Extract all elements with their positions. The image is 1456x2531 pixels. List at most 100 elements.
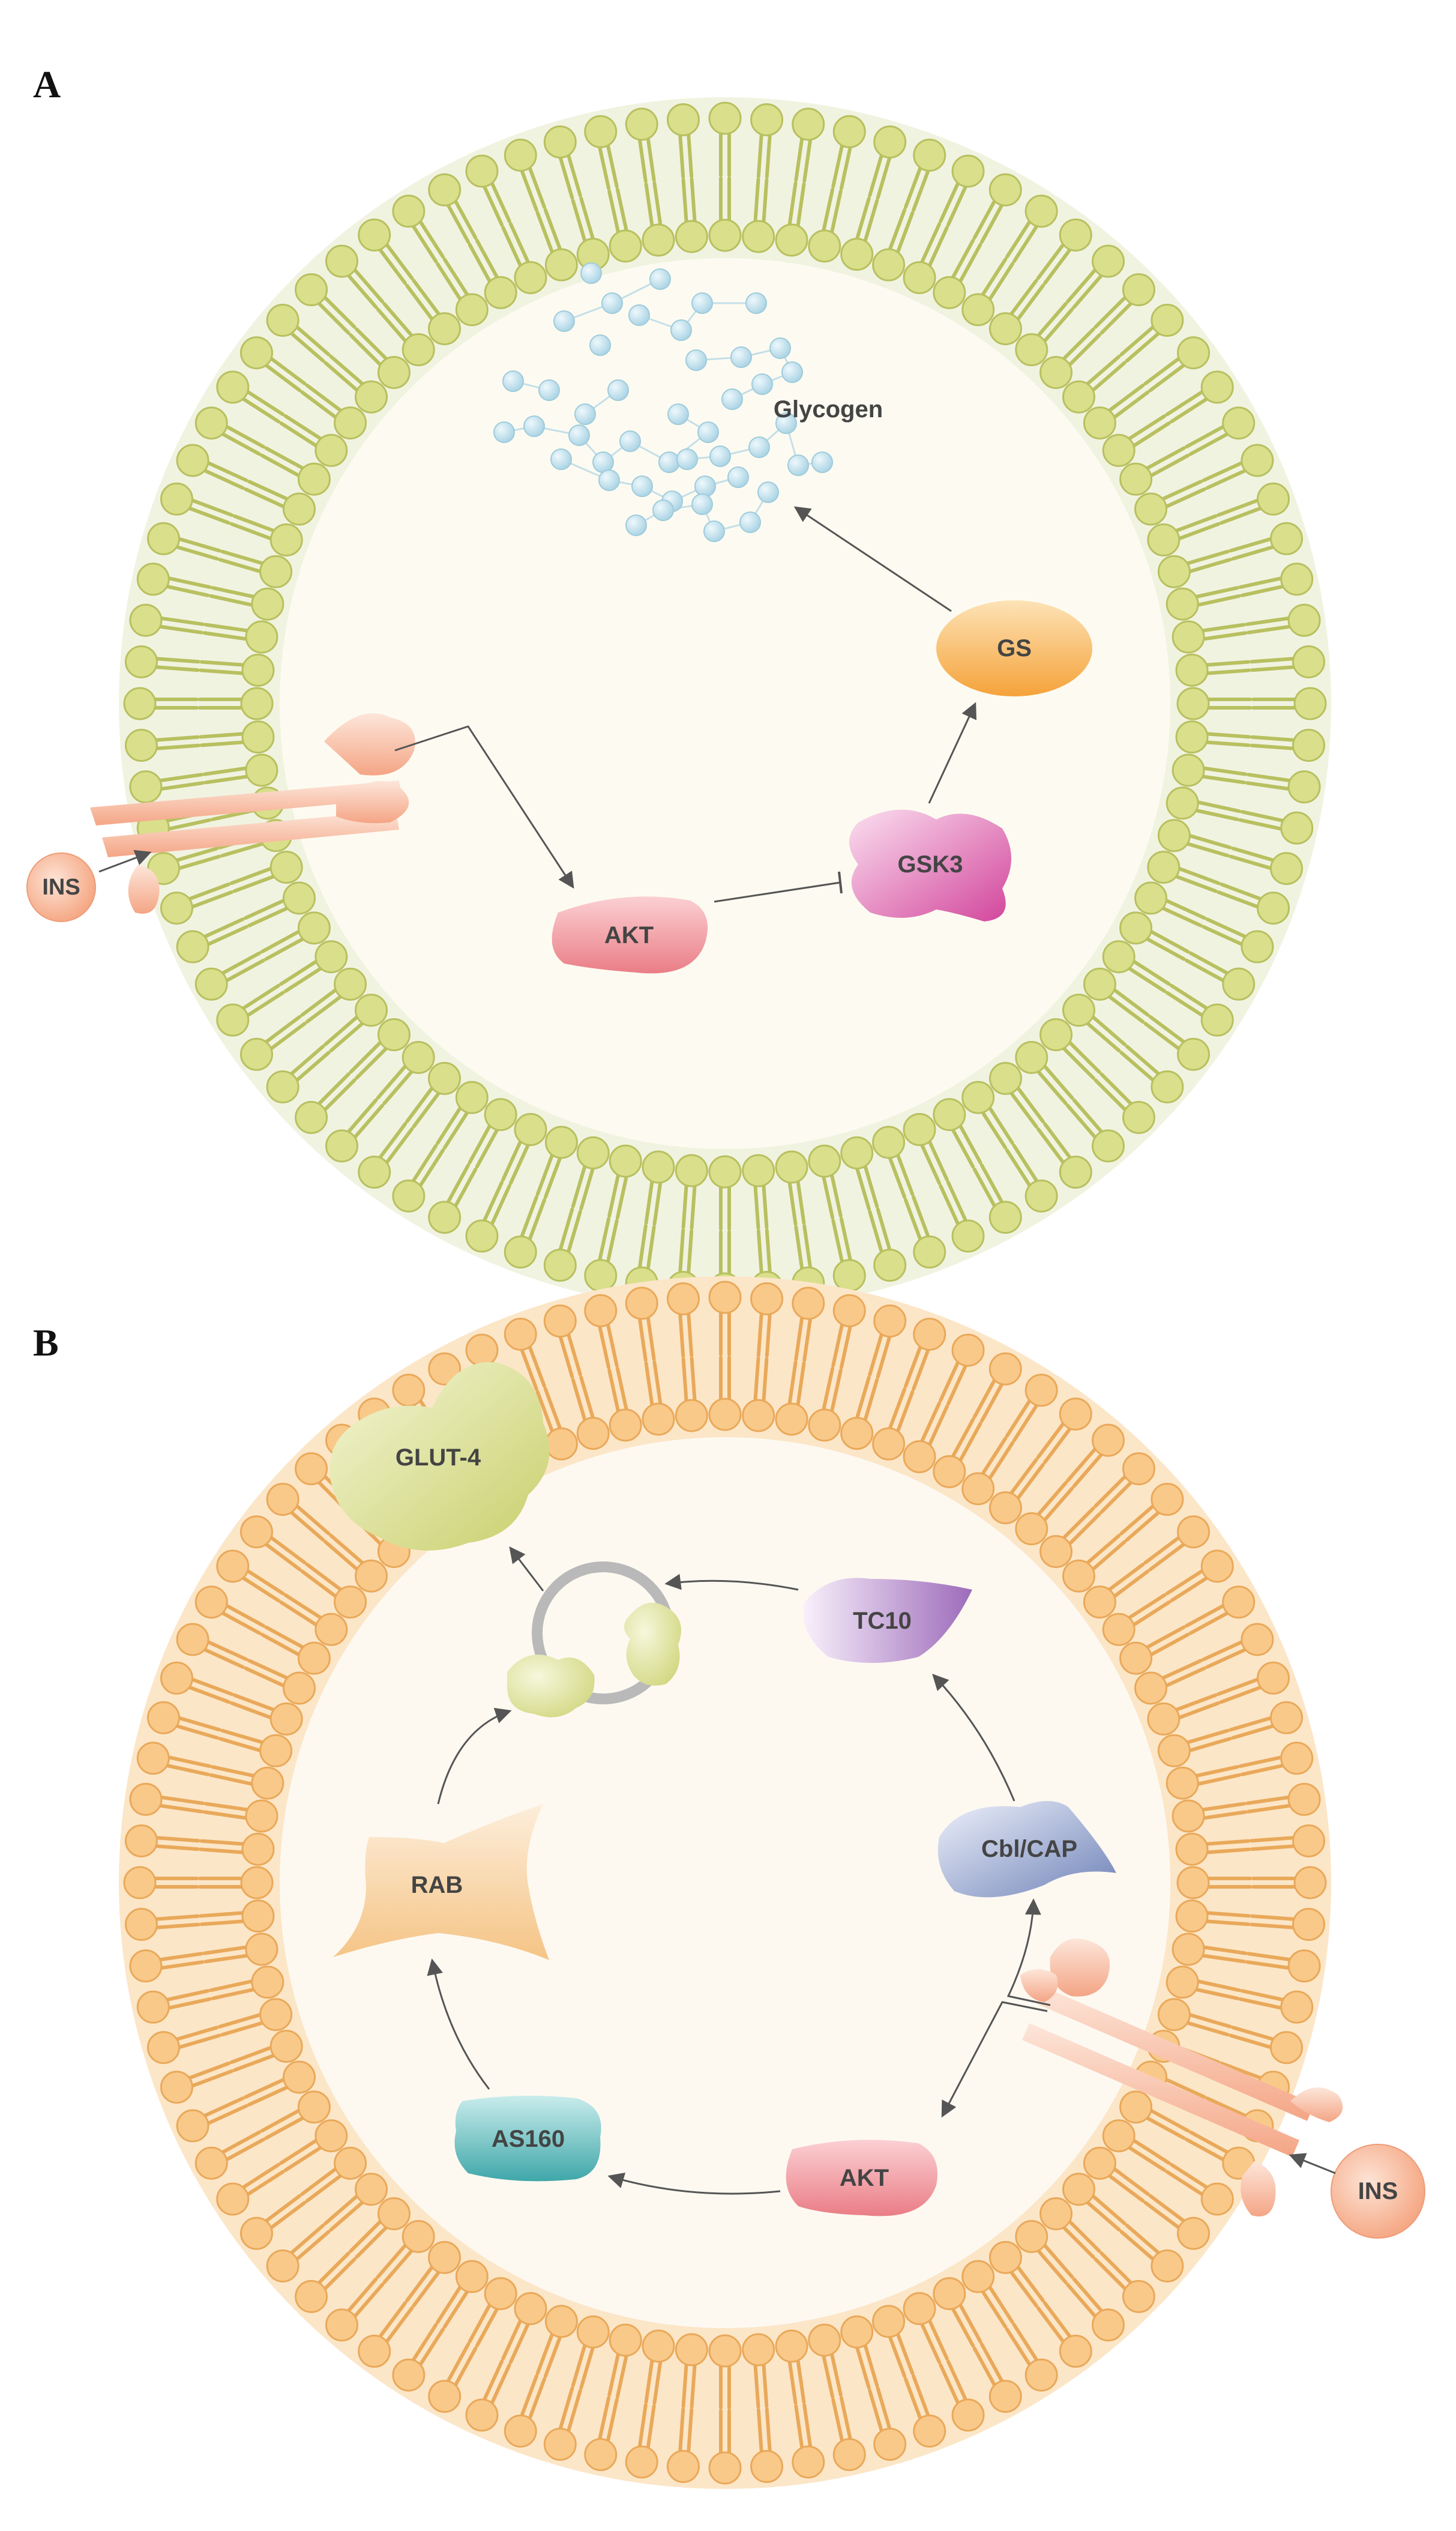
lipid-head [1147,523,1181,557]
lipid-head [1176,687,1210,720]
lipid-head [1270,2031,1304,2065]
lipid-head [750,1282,784,1315]
lipid-head [873,2428,907,2461]
lipid-head [334,1585,367,1619]
lipid-head [1091,2308,1125,2342]
glycogen-bead [697,421,719,443]
lipid-head [609,229,642,263]
lipid-head [269,1702,303,1736]
glycogen-bead [574,403,596,425]
rab-node: RAB [333,1804,549,1960]
glycogen-bead [670,319,692,341]
lipid-head [872,1427,906,1461]
lipid-head [1175,653,1209,687]
lipid-head [708,2451,742,2485]
lipid-head [194,406,228,440]
lipid-head [1102,2119,1136,2153]
glycogen-bead [598,469,620,491]
glycogen-bead [550,448,572,470]
lipid-head [708,2334,742,2368]
glycogen-molecule [493,262,833,542]
lipid-head [1122,1452,1155,1486]
panel-b: B GLUT-4 TC10 Cbl/CAP RAB [33,1276,1425,2489]
lipid-head [1102,433,1136,467]
lipid-head [355,1559,388,1593]
lipid-head [245,753,278,787]
glycogen-bead [601,292,623,314]
glycogen-bead [727,466,749,488]
lipid-head [1200,1549,1234,1583]
akt-label: AKT [604,922,654,949]
lipid-head [241,1832,275,1866]
lipid-head [216,2182,250,2216]
lipid-head [282,881,316,915]
glycogen-bead [631,475,653,497]
lipid-head [1119,2090,1153,2124]
lipid-head [514,261,547,294]
lipid-head [625,107,658,141]
lipid-head [392,2358,426,2392]
lipid-head [609,2323,642,2357]
lipid-head [282,2060,316,2094]
lipid-head [355,380,388,414]
lipid-head [742,1154,775,1187]
lipid-head [1177,2216,1211,2250]
lipid-head [1293,1866,1327,1899]
lipid-head [1059,1397,1092,1431]
lipid-head [129,603,163,637]
lipid-head [297,462,331,496]
lipid-head [1122,1100,1155,1134]
lipid-head [708,1155,742,1189]
lipid-head [1280,811,1314,845]
akt-label-b: AKT [840,2165,889,2191]
lipid-head [239,336,273,370]
lipid-head [484,276,517,309]
lipid-head [176,444,209,477]
lipid-head [402,2219,435,2253]
lipid-head [334,2146,367,2180]
lipid-head [1151,2249,1184,2282]
lipid-head [355,994,388,1027]
glycogen-bead [523,415,545,437]
lipid-head [544,1427,578,1461]
arrow-vesicle-to-glut4 [509,1546,544,1591]
lipid-head [295,1452,328,1486]
lipid-head [1024,1179,1058,1213]
lipid-head [584,1294,618,1327]
lipid-head [1102,940,1136,974]
lipid-head [988,1201,1022,1234]
lipid-head [504,2415,537,2448]
lipid-head [543,2428,577,2461]
lipid-head [325,2308,359,2342]
lipid-head [988,1352,1022,1386]
lipid-head [1257,891,1290,925]
arrow-akt-to-as160 [607,2172,781,2195]
lipid-head [1292,1908,1326,1941]
lipid-head [1200,370,1234,404]
lipid-head [1024,2358,1058,2392]
lipid-head [951,154,985,188]
glycogen-label: Glycogen [774,396,883,423]
lipid-head [1280,563,1314,596]
glycogen-bead [658,451,680,473]
lipid-head [1015,1040,1048,1074]
lipid-head [1222,1585,1256,1619]
glycogen-bead [769,337,791,359]
lipid-head [358,2335,391,2368]
arrow-ins-to-receptor-b [1289,2153,1336,2174]
lipid-head [576,2315,610,2348]
lipid-head [903,1113,936,1147]
glycogen-bead [568,424,590,446]
lipid-head [124,729,158,762]
lipid-head [392,1179,426,1213]
lipid-head [1175,720,1209,754]
lipid-head [544,2305,578,2338]
lipid-head [666,1282,700,1315]
arrow-rab-to-vesicle [437,1707,512,1805]
lipid-head [1270,852,1304,885]
lipid-head [136,1742,170,1775]
glycogen-bead [685,349,707,371]
lipid-head [1083,406,1116,440]
lipid-head [1280,1990,1314,2024]
lipid-head [484,2277,517,2311]
